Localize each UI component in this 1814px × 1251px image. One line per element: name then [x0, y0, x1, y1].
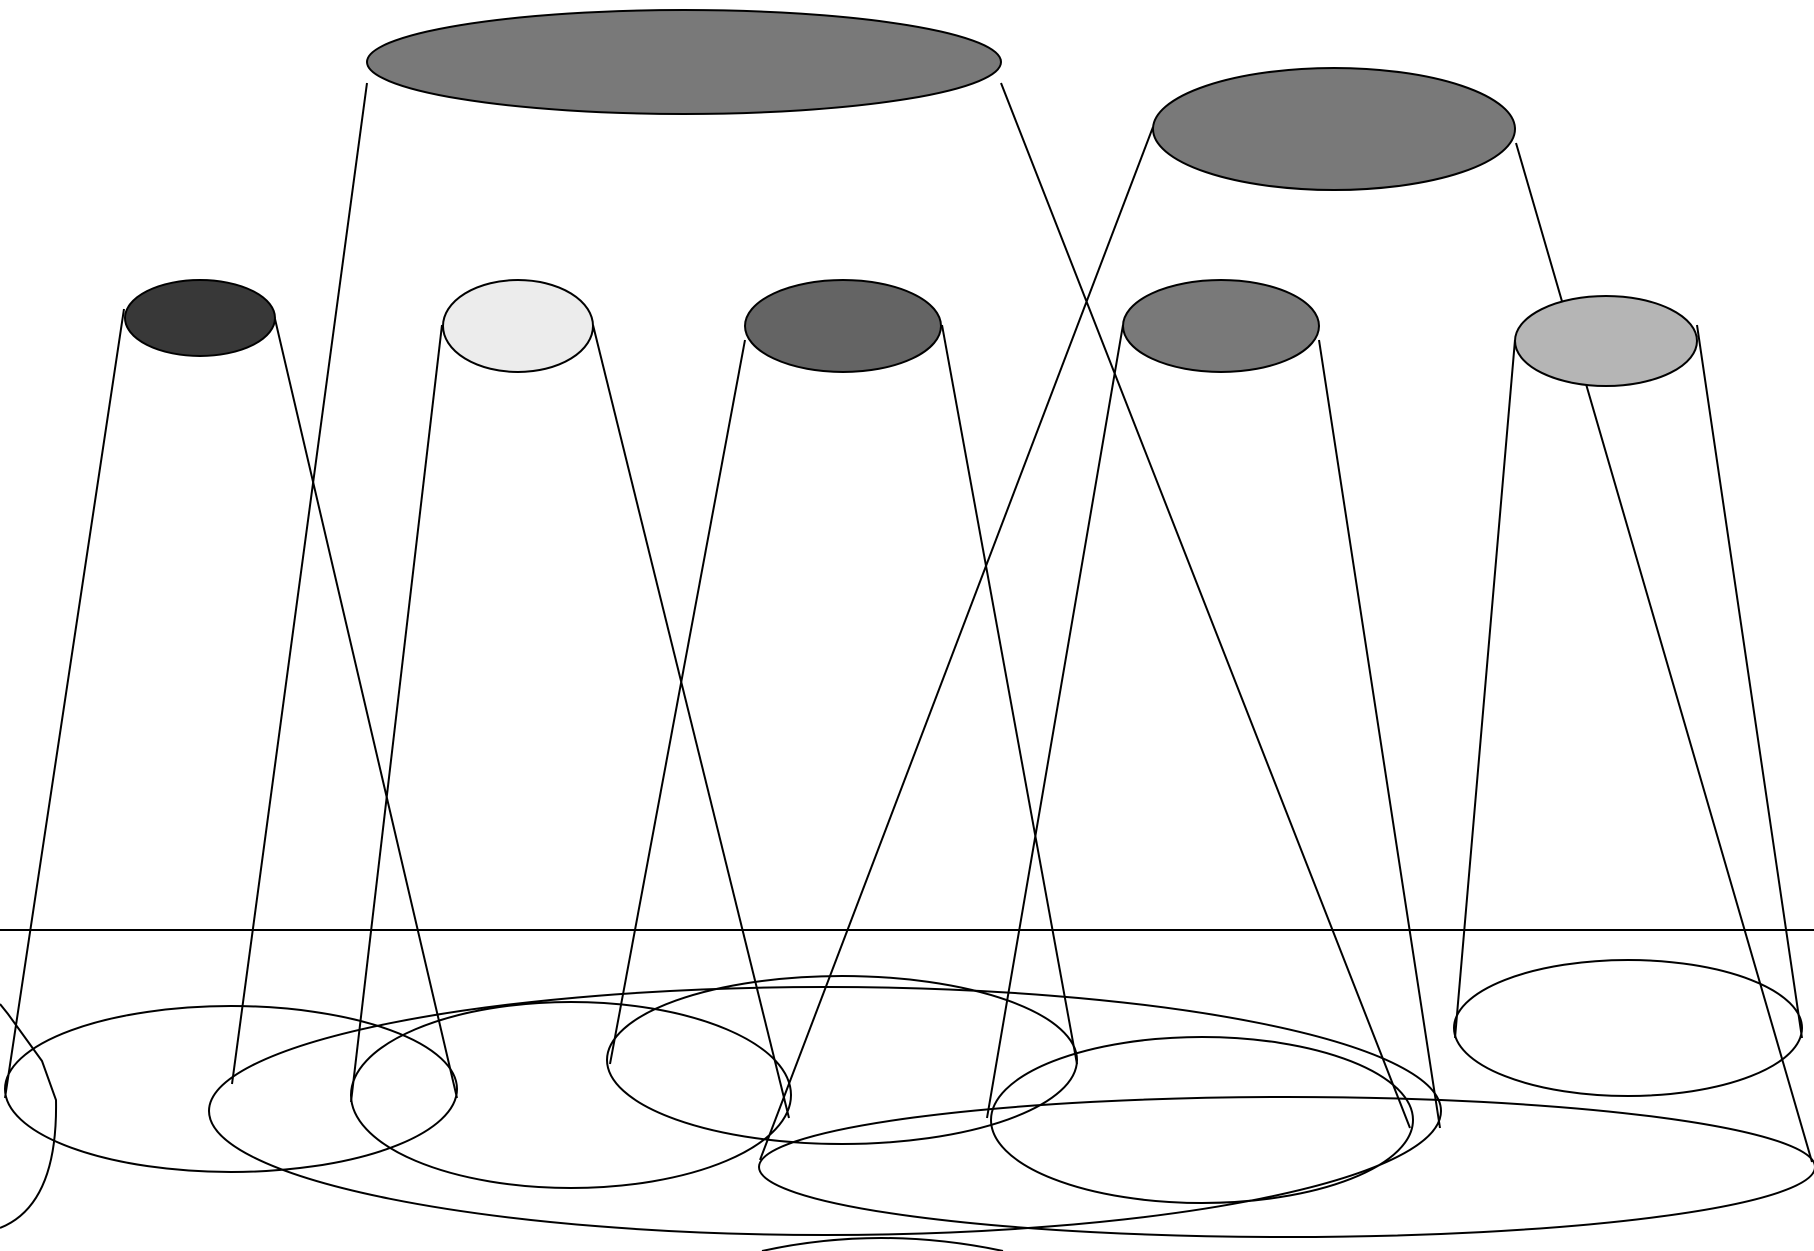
beam-edges: [5, 83, 1812, 1162]
source-large-top-right: [1153, 68, 1515, 190]
beam-edge: [1697, 325, 1802, 1038]
footprint-partial-left: [0, 1004, 56, 1228]
footprint-5: [1454, 960, 1802, 1096]
footprint-partial-bottom: [762, 1238, 1003, 1251]
beam-edge: [610, 340, 745, 1064]
footprint-large-2: [759, 1097, 1814, 1237]
source-small-3: [745, 280, 941, 372]
beam-edge: [351, 325, 442, 1102]
sources: [125, 10, 1697, 386]
source-small-5: [1515, 296, 1697, 386]
beam-edge: [1455, 340, 1515, 1038]
beam-edge: [987, 325, 1123, 1118]
source-small-1: [125, 280, 275, 356]
source-small-4: [1123, 280, 1319, 372]
beam-edge: [942, 325, 1077, 1064]
beam-edge: [1319, 340, 1440, 1128]
footprint-2: [351, 1002, 791, 1188]
source-large-top-center: [367, 10, 1001, 114]
footprint-4: [991, 1037, 1413, 1203]
footprint-large-1: [209, 987, 1441, 1235]
beam-edge: [5, 309, 124, 1098]
beam-edge: [1001, 83, 1410, 1128]
source-small-2: [443, 280, 593, 372]
footprints: [0, 960, 1814, 1251]
beam-edge: [1516, 143, 1812, 1162]
beam-edge: [232, 83, 367, 1084]
